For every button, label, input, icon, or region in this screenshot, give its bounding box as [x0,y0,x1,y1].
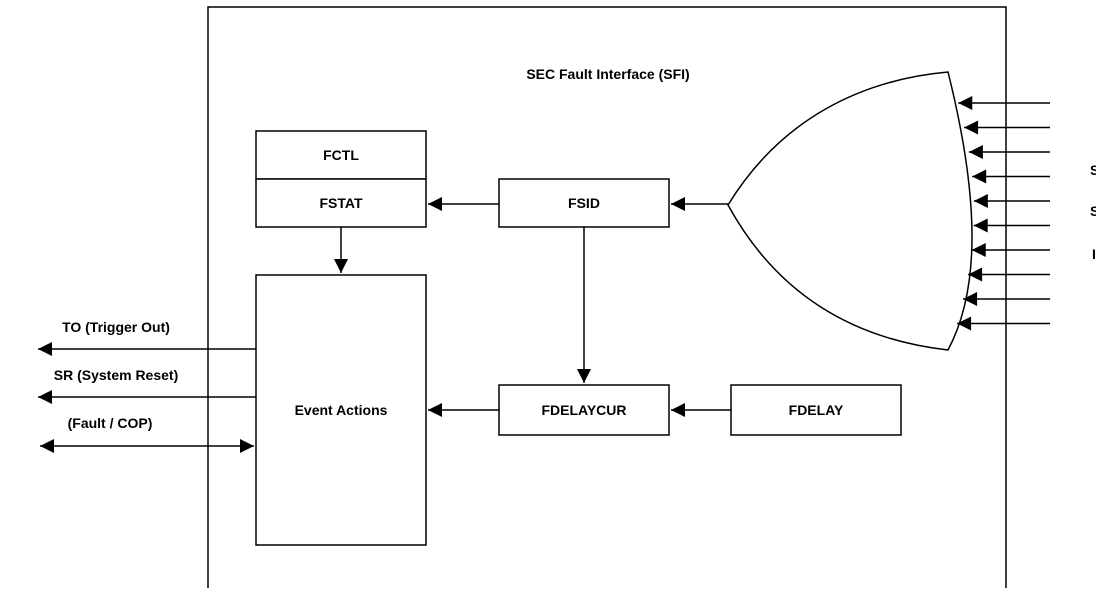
fsid-label: FSID [568,195,600,211]
fault-cop-label: (Fault / COP) [68,415,153,431]
fctl-label: FCTL [323,147,359,163]
or-gate [727,71,973,351]
fstat-block [255,178,427,228]
right-edge-label: S [1090,203,1096,219]
fstat-label: FSTAT [319,195,362,211]
sfi-boundary [207,6,1007,593]
fdelaycur-label: FDELAYCUR [541,402,626,418]
fdelay-label: FDELAY [789,402,844,418]
trigger-out-label: TO (Trigger Out) [62,319,170,335]
event-actions-label: Event Actions [295,402,388,418]
diagram-title: SEC Fault Interface (SFI) [526,66,689,82]
event-actions-block [255,274,427,546]
right-edge-label: S [1090,162,1096,178]
system-reset-label: SR (System Reset) [54,367,179,383]
right-edge-label: I [1092,246,1096,262]
fdelay-block [730,384,902,436]
gate-inputs [957,96,1050,331]
